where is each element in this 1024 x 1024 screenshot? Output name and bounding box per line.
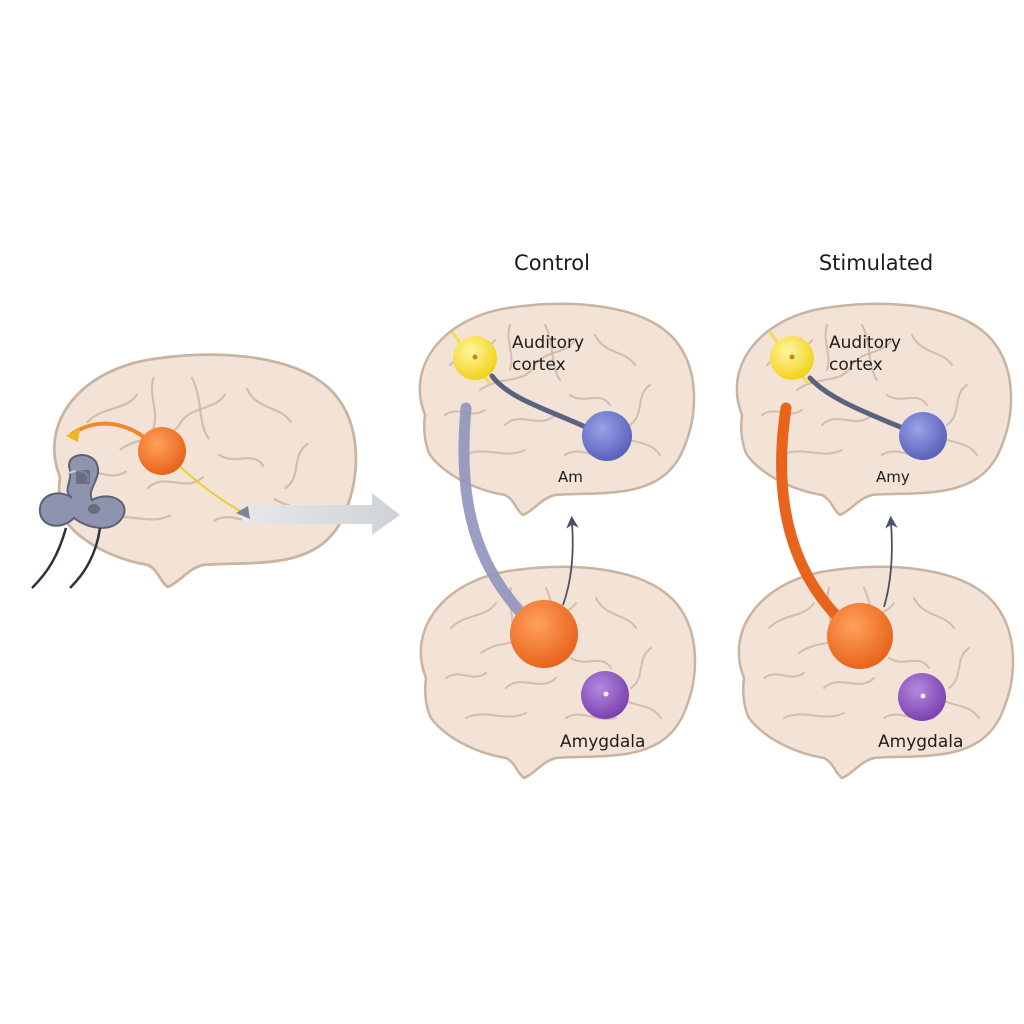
control-auditory-label-2: cortex [512, 355, 566, 375]
control-long-pathway [458, 402, 546, 638]
coil-stimulator-icon [31, 454, 126, 589]
stimulated-long-pathway [776, 402, 862, 640]
control-title: Control [514, 251, 590, 275]
control-up-arrow [562, 515, 579, 606]
control-amygdala-label: Amygdala [560, 732, 645, 752]
stimulated-orange-node [827, 603, 893, 669]
stimulated-panel: Stimulated Auditory cortex Amy Amygdala [735, 251, 1015, 780]
stimulated-amygdala-label: Amygdala [878, 732, 963, 752]
stimulated-up-arrow [883, 515, 898, 608]
stimulated-amy-short-label: Amy [876, 468, 910, 486]
arc-arrow-icon [66, 428, 80, 442]
control-auditory-label-1: Auditory [512, 333, 584, 353]
stimulated-auditory-link [807, 375, 915, 435]
control-auditory-link [489, 373, 595, 433]
stimulated-lower-brain [737, 565, 1015, 780]
control-lower-brain [419, 565, 697, 780]
control-amy-short-label: Am [558, 468, 583, 486]
stimulated-title: Stimulated [819, 251, 933, 275]
stimulated-auditory-label-2: cortex [829, 355, 883, 375]
stimulation-target-node [138, 427, 186, 475]
stimulated-amygdala-blue-node [899, 412, 947, 460]
stimulation-yellow-line [175, 462, 245, 514]
stimulated-auditory-label-1: Auditory [829, 333, 901, 353]
control-panel: Control Auditory cortex Am Amygdala [418, 251, 697, 780]
control-orange-node [510, 600, 578, 668]
control-amygdala-blue-node [582, 411, 632, 461]
right-arrow-icon [236, 493, 400, 535]
source-brain [52, 353, 358, 589]
